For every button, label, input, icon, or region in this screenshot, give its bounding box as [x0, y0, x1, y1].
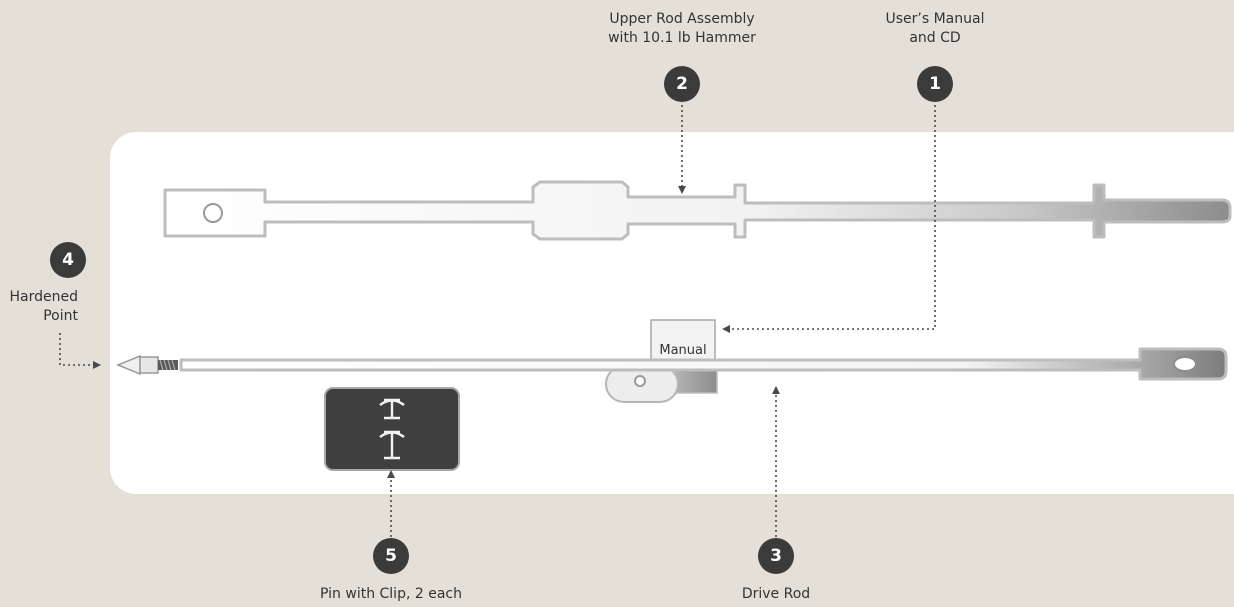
leader-1 [728, 100, 936, 330]
leader-lines [59, 100, 936, 537]
callout-badge-4: 4 [50, 242, 86, 278]
callout-badge-2: 2 [664, 66, 700, 102]
callout-1-label: User’s Manual and CD [885, 11, 985, 46]
leader-4 [59, 333, 94, 366]
callout-5-label: Pin with Clip, 2 each [320, 586, 462, 602]
manual-label: Manual [659, 343, 706, 358]
drive-rod [179, 347, 1228, 381]
callout-badge-3: 3 [758, 538, 794, 574]
cd-disc [605, 365, 718, 403]
white-panel [110, 132, 1234, 494]
pin-clip-icon [379, 398, 405, 460]
callout-4-label: Hardened Point [9, 289, 79, 324]
pin-clip-box [324, 387, 460, 471]
callout-badge-1: 1 [917, 66, 953, 102]
upper-rod-assembly [163, 180, 1232, 241]
leader-arrowheads [93, 186, 780, 478]
cd-hole-icon [634, 375, 646, 387]
drive-rod-hole-icon [1173, 356, 1197, 372]
drive-rod-shape [179, 347, 1228, 381]
callout-3-label: Drive Rod [741, 586, 811, 602]
upper-rod-shape [163, 180, 1232, 241]
manual-booklet: Manual [650, 319, 716, 361]
hardened-point [116, 354, 178, 376]
upper-rod-hole-icon [203, 203, 223, 223]
callout-2-label: Upper Rod Assembly with 10.1 lb Hammer [608, 11, 756, 46]
callout-badge-5: 5 [373, 538, 409, 574]
